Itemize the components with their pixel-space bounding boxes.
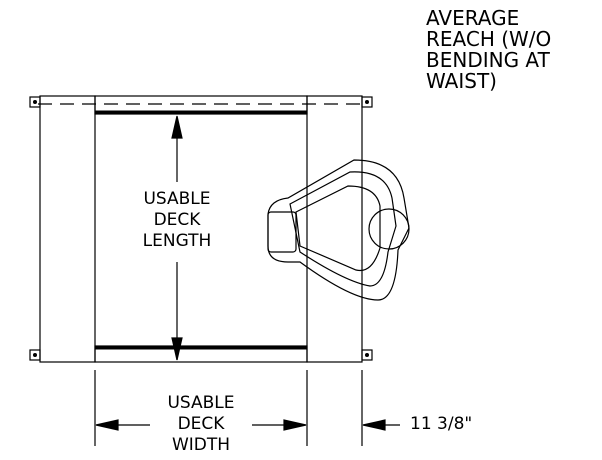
label-line: DECK bbox=[153, 210, 201, 230]
label-line: WIDTH bbox=[171, 435, 231, 455]
length-dimension bbox=[171, 115, 183, 361]
left-outer-post bbox=[39, 95, 96, 363]
label-line: USABLE bbox=[143, 189, 211, 209]
reach-note-line: REACH (W/O bbox=[426, 27, 552, 51]
label-line: USABLE bbox=[167, 393, 235, 413]
mount-tab bbox=[361, 96, 373, 108]
reach-note-line: AVERAGE bbox=[426, 6, 520, 30]
label-line: DECK bbox=[177, 414, 225, 434]
reach-note-line: WAIST) bbox=[426, 69, 497, 93]
width-dimension bbox=[94, 370, 308, 446]
usable-deck-width-label: USABLE DECK WIDTH bbox=[150, 393, 252, 456]
bottom-rail bbox=[94, 345, 308, 363]
top-rail bbox=[94, 95, 308, 115]
mount-tab bbox=[29, 349, 41, 361]
reach-note-line: BENDING AT bbox=[426, 48, 550, 72]
side-dimension bbox=[361, 370, 400, 446]
usable-deck-length-label: USABLE DECK LENGTH bbox=[126, 189, 228, 252]
mount-tab bbox=[29, 96, 41, 108]
label-line: LENGTH bbox=[142, 231, 212, 251]
person-figure bbox=[267, 159, 410, 301]
mount-tab bbox=[361, 349, 373, 361]
right-outer-post bbox=[306, 95, 363, 363]
side-dimension-value: 11 3/8" bbox=[410, 414, 473, 434]
reach-note: AVERAGE REACH (W/O BENDING AT WAIST) bbox=[426, 8, 551, 92]
